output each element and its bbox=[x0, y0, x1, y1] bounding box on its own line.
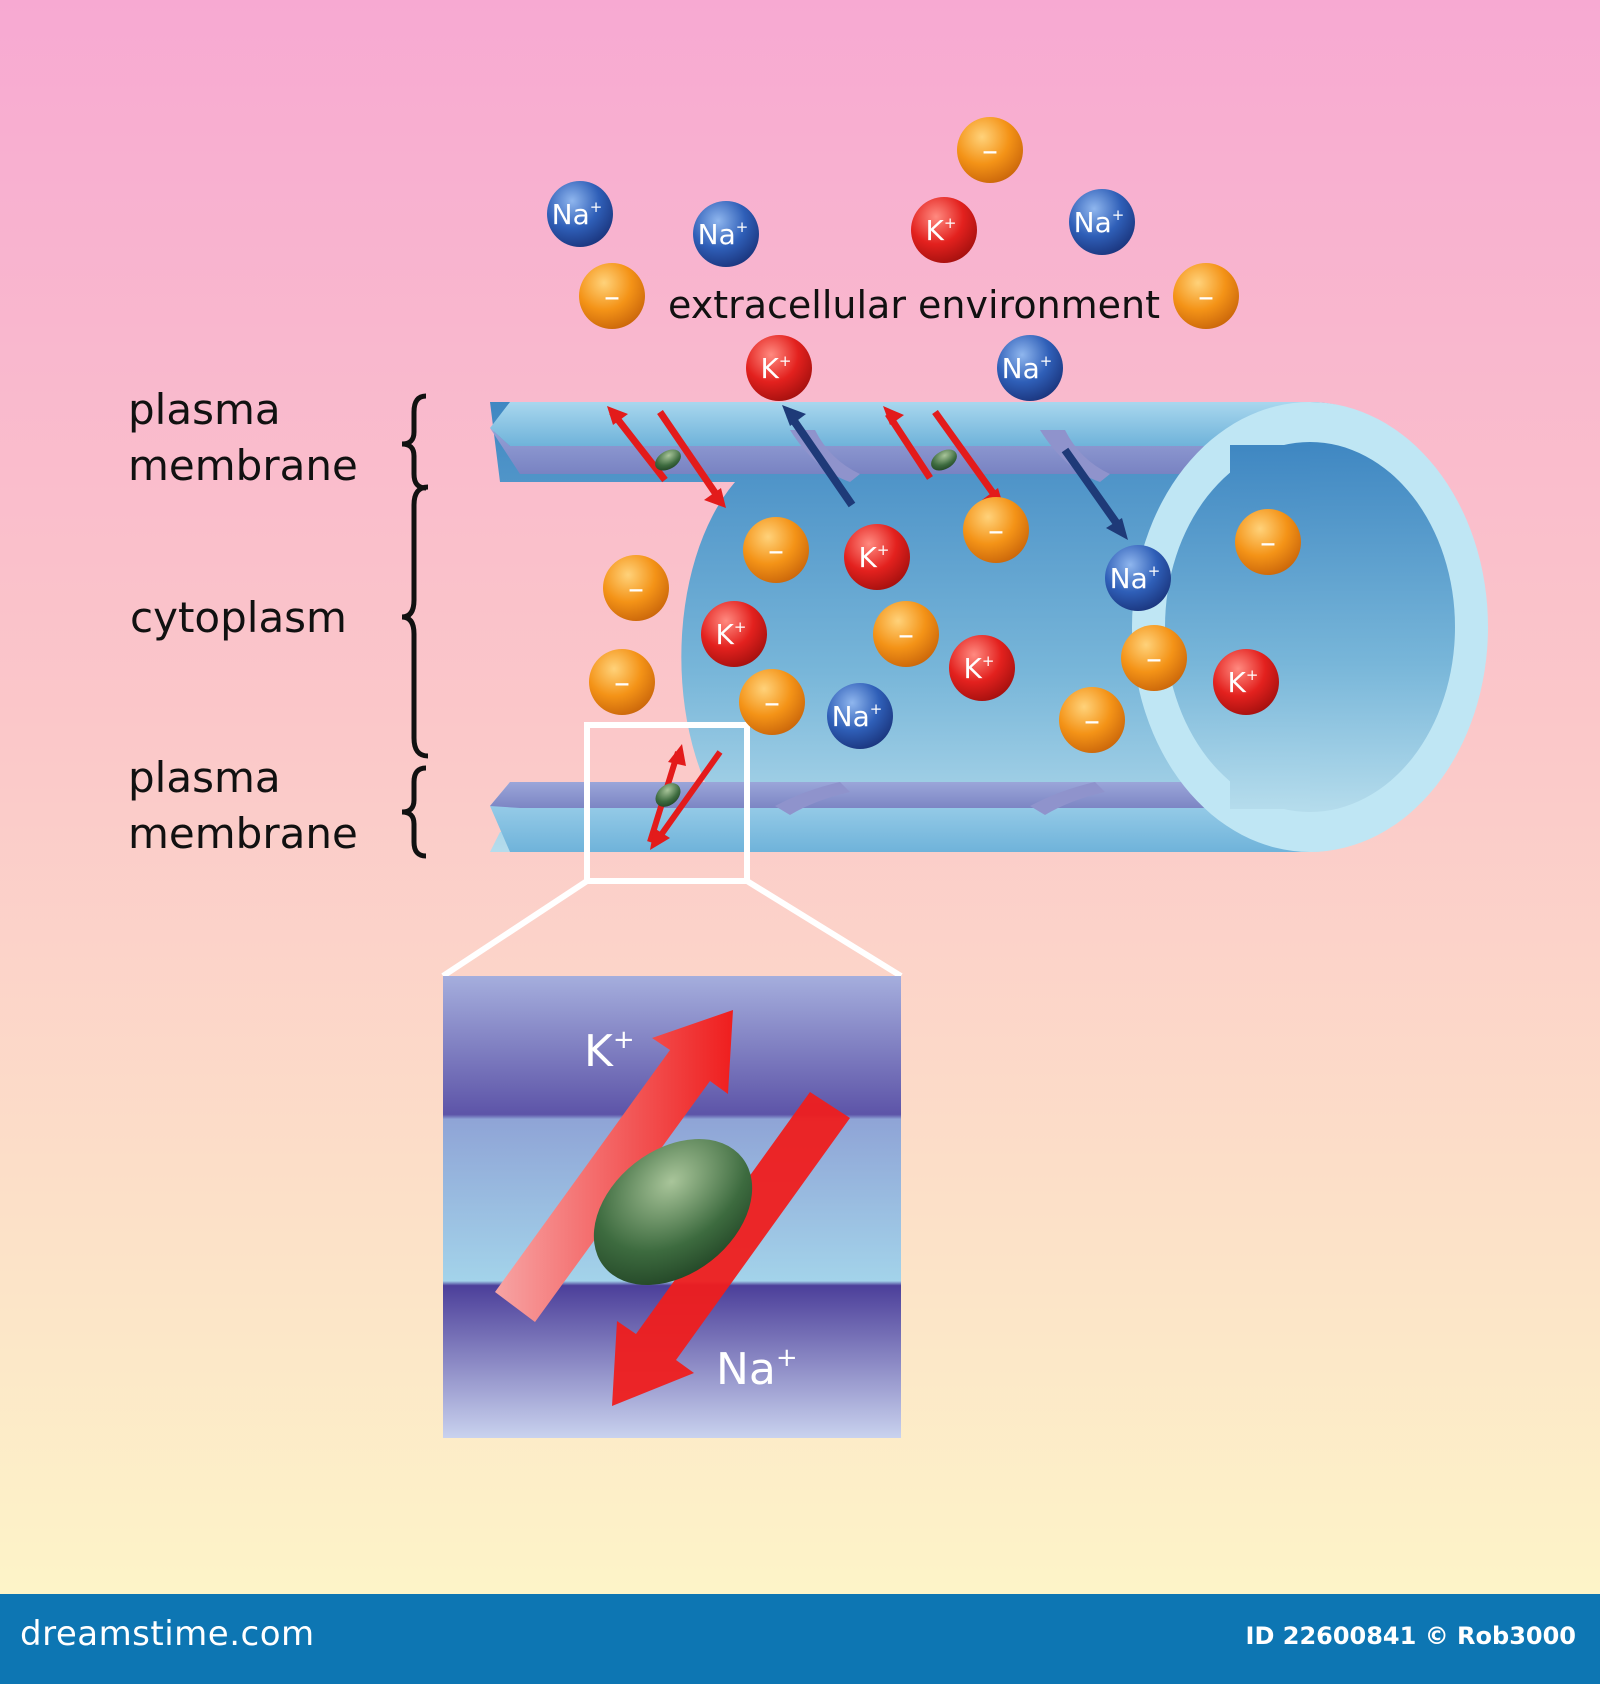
anion-ion: – bbox=[957, 117, 1023, 183]
anion-ion-label: – bbox=[1146, 639, 1162, 677]
transport-arrows bbox=[607, 405, 1128, 850]
label-cytoplasm: cytoplasm bbox=[130, 593, 347, 642]
pump-arrow-out-1 bbox=[609, 409, 668, 483]
anion-ion-label: – bbox=[1260, 523, 1276, 561]
potassium-ion: K+ bbox=[949, 635, 1015, 701]
footer-bar: dreamstime.com ID 22600841 © Rob3000 bbox=[0, 1594, 1600, 1684]
anion-ion-label: – bbox=[764, 683, 780, 721]
anion-ion-label: – bbox=[982, 131, 998, 169]
pump-3 bbox=[655, 783, 681, 807]
anion-ion-label: – bbox=[614, 663, 630, 701]
sodium-ion: Na+ bbox=[547, 181, 613, 247]
inset-pump bbox=[593, 1139, 753, 1285]
label-plasma-membrane-bottom-line2: membrane bbox=[128, 809, 358, 858]
sodium-ion-label: Na+ bbox=[832, 700, 883, 733]
pump-arrow-in-3 bbox=[653, 750, 723, 844]
zoom-callout bbox=[441, 722, 903, 979]
anion-ion: – bbox=[739, 669, 805, 735]
anion-ion-label: – bbox=[604, 277, 620, 315]
footer-brand: dreamstime.com bbox=[20, 1614, 315, 1654]
bracket-membrane-bottom bbox=[401, 765, 427, 859]
sodium-ion: Na+ bbox=[1105, 545, 1171, 611]
channel-arrow-out-1 bbox=[786, 412, 856, 508]
label-plasma-membrane-top: plasma membrane bbox=[128, 382, 358, 494]
anion-ion: – bbox=[873, 601, 939, 667]
anion-ion-label: – bbox=[988, 511, 1004, 549]
bracket-cytoplasm bbox=[401, 484, 429, 759]
pump-arrow-out-2 bbox=[885, 412, 933, 480]
potassium-ion-label: K+ bbox=[716, 618, 747, 651]
sodium-ion-label: Na+ bbox=[1074, 206, 1125, 239]
potassium-ion: K+ bbox=[1213, 649, 1279, 715]
label-plasma-membrane-top-line1: plasma bbox=[128, 385, 281, 434]
potassium-ion-label: K+ bbox=[1228, 666, 1259, 699]
inset-k-label: K+ bbox=[584, 1025, 635, 1077]
pump-1 bbox=[655, 449, 681, 471]
anion-ion: – bbox=[1059, 687, 1125, 753]
pump-arrow-in-2 bbox=[932, 409, 1001, 503]
brackets bbox=[401, 393, 429, 859]
pump-2 bbox=[931, 449, 957, 471]
channel-arrow-in-1 bbox=[1061, 447, 1124, 531]
potassium-ion: K+ bbox=[844, 524, 910, 590]
footer-credit: ID 22600841 © Rob3000 bbox=[1245, 1622, 1576, 1650]
sodium-ion-label: Na+ bbox=[552, 198, 603, 231]
potassium-ion-label: K+ bbox=[964, 652, 995, 685]
inset-k-arrow bbox=[495, 1010, 733, 1322]
pump-inset: K+ Na+ bbox=[443, 976, 901, 1438]
potassium-ion: K+ bbox=[701, 601, 767, 667]
anion-ion: – bbox=[589, 649, 655, 715]
anion-ion: – bbox=[1121, 625, 1187, 691]
bracket-membrane-top bbox=[401, 393, 427, 491]
zoom-frame bbox=[584, 722, 750, 884]
ion-layer: Na+Na+K+Na+–––K+Na+–K+–Na+––K+–K+–K+––Na… bbox=[547, 117, 1301, 753]
anion-ion: – bbox=[603, 555, 669, 621]
anion-ion-label: – bbox=[1198, 277, 1214, 315]
potassium-ion-label: K+ bbox=[761, 352, 792, 385]
anion-ion-label: – bbox=[628, 569, 644, 607]
anion-ion: – bbox=[963, 497, 1029, 563]
potassium-ion-label: K+ bbox=[926, 214, 957, 247]
pump-arrow-in-1 bbox=[657, 410, 723, 502]
potassium-ion: K+ bbox=[911, 197, 977, 263]
inset-na-arrow bbox=[612, 1092, 850, 1406]
sodium-ion-label: Na+ bbox=[698, 218, 749, 251]
sodium-ion: Na+ bbox=[1069, 189, 1135, 255]
label-plasma-membrane-bottom: plasma membrane bbox=[128, 750, 358, 862]
sodium-ion-label: Na+ bbox=[1002, 352, 1053, 385]
diagram-canvas: K+ Na+ extracellular environment Na+Na+K… bbox=[0, 0, 1600, 1594]
label-plasma-membrane-top-line2: membrane bbox=[128, 441, 358, 490]
anion-ion: – bbox=[579, 263, 645, 329]
sodium-ion-label: Na+ bbox=[1110, 562, 1161, 595]
anion-ion: – bbox=[1173, 263, 1239, 329]
extracellular-label: extracellular environment bbox=[668, 283, 1160, 327]
sodium-ion: Na+ bbox=[997, 335, 1063, 401]
potassium-ion-label: K+ bbox=[859, 541, 890, 574]
anion-ion-label: – bbox=[768, 531, 784, 569]
label-plasma-membrane-bottom-line1: plasma bbox=[128, 753, 281, 802]
anion-ion: – bbox=[743, 517, 809, 583]
sodium-ion: Na+ bbox=[827, 683, 893, 749]
anion-ion: – bbox=[1235, 509, 1301, 575]
potassium-ion: K+ bbox=[746, 335, 812, 401]
inset-na-label: Na+ bbox=[716, 1343, 798, 1395]
anion-ion-label: – bbox=[898, 615, 914, 653]
anion-ion-label: – bbox=[1084, 701, 1100, 739]
sodium-ion: Na+ bbox=[693, 201, 759, 267]
